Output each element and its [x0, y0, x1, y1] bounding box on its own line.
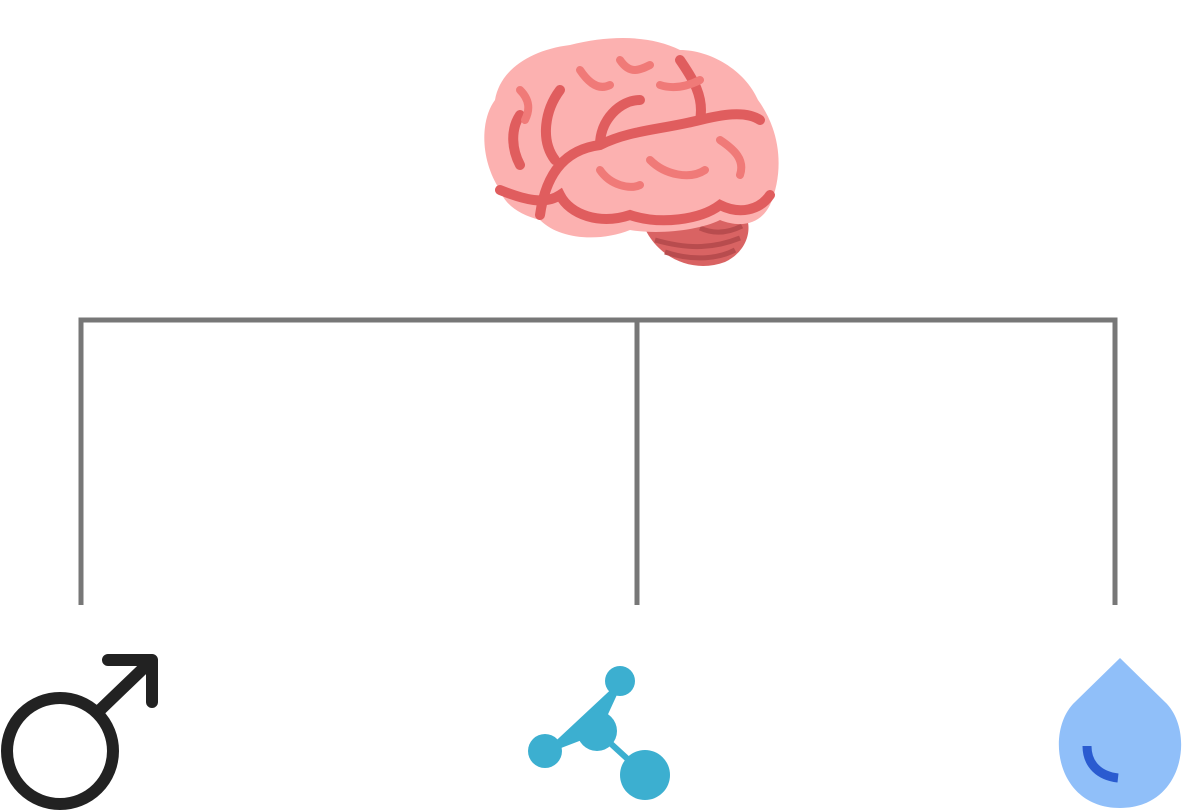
brain-icon: [484, 38, 779, 266]
connector-lines: [78, 317, 1118, 605]
molecule-icon: [528, 666, 670, 800]
male-symbol-icon: [1, 654, 158, 810]
connector-outer: [78, 317, 1118, 605]
water-drop-icon: [1058, 658, 1182, 808]
